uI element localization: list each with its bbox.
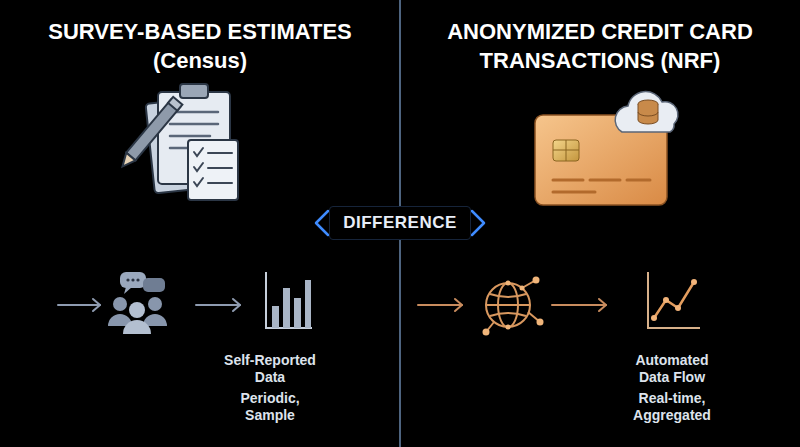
clipboard-icon bbox=[118, 84, 238, 200]
flow-arrow bbox=[418, 299, 606, 311]
frequency-label: Periodic, Sample bbox=[218, 390, 322, 424]
people-icon bbox=[108, 272, 167, 334]
bar-chart-icon bbox=[266, 272, 312, 328]
frequency-label: Real-time, Aggregated bbox=[620, 390, 724, 424]
globe-network-icon bbox=[483, 277, 544, 336]
data-type-label: Automated Data Flow bbox=[620, 352, 724, 386]
difference-box: DIFFERENCE bbox=[329, 206, 471, 240]
credit-card-icon bbox=[535, 92, 678, 205]
column-heading: SURVEY-BASED ESTIMATES (Census) bbox=[30, 18, 370, 75]
comparison-label: DIFFERENCE bbox=[343, 213, 457, 233]
column-heading: ANONYMIZED CREDIT CARD TRANSACTIONS (NRF… bbox=[430, 18, 770, 75]
data-type-label: Self-Reported Data bbox=[218, 352, 322, 386]
line-chart-icon bbox=[648, 272, 700, 328]
